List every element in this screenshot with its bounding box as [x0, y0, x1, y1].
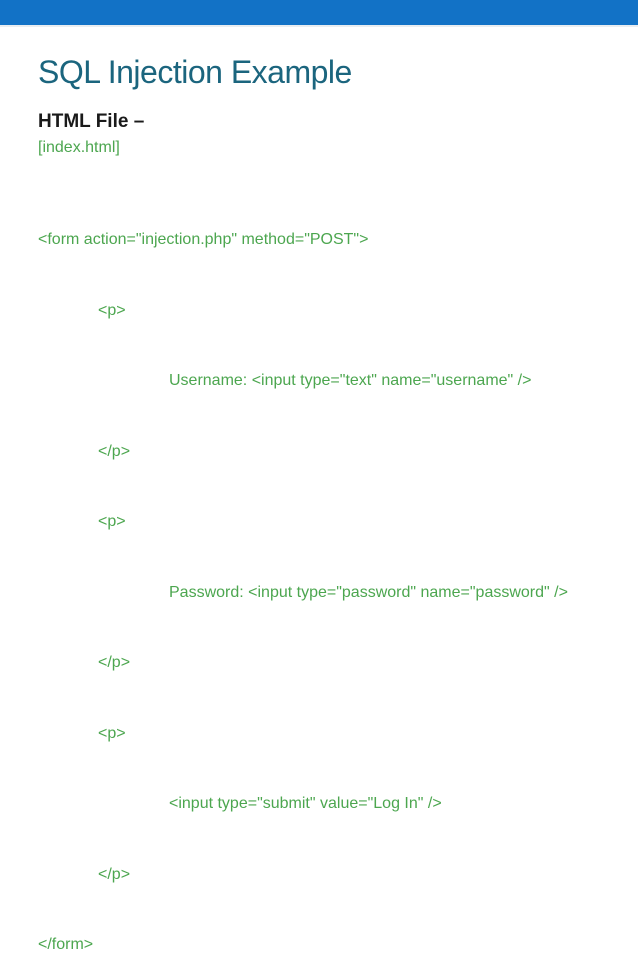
subtitle-html-file: HTML File –	[38, 111, 145, 132]
slide-body: SQL Injection Example HTML File – [index…	[0, 54, 638, 956]
slide-accent-bar	[0, 0, 638, 27]
code-line-username-input: Username: <input type="text" name="usern…	[169, 372, 532, 389]
code-line-submit-input: <input type="submit" value="Log In" />	[169, 795, 442, 812]
filename-label: [index.html]	[38, 139, 120, 156]
code-line-p-close: </p>	[98, 865, 131, 883]
code-line-p-close: </p>	[98, 442, 131, 460]
code-line-password-input: Password: <input type="password" name="p…	[169, 583, 568, 601]
code-line-p-open: <p>	[98, 301, 126, 319]
code-block: <form action="injection.php" method="POS…	[38, 181, 628, 956]
code-line-form-open: <form action="injection.php" method="POS…	[38, 231, 369, 248]
code-line-form-close: </form>	[38, 936, 94, 953]
code-line-p-open: <p>	[98, 513, 126, 530]
code-line-p-close: </p>	[98, 654, 131, 671]
code-line-p-open: <p>	[98, 724, 126, 742]
slide-title: SQL Injection Example	[38, 54, 352, 90]
